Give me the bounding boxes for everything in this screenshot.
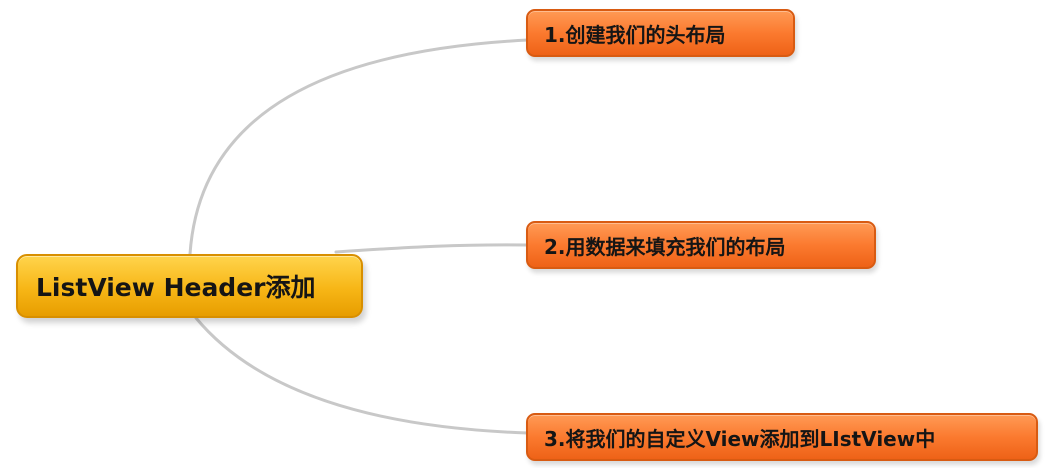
connector-to-item-1 bbox=[188, 38, 530, 256]
connector-to-item-2 bbox=[334, 243, 530, 254]
mindmap-root-topic[interactable]: ListView Header添加 bbox=[16, 254, 363, 318]
connector-to-item-3 bbox=[194, 316, 530, 435]
mindmap-subtopic-2[interactable]: 2.用数据来填充我们的布局 bbox=[526, 221, 876, 269]
mindmap-subtopic-3[interactable]: 3.将我们的自定义View添加到LIstView中 bbox=[526, 413, 1038, 461]
root-topic-label: ListView Header添加 bbox=[36, 273, 316, 302]
subtopic-2-label: 2.用数据来填充我们的布局 bbox=[544, 234, 786, 259]
mindmap-subtopic-1[interactable]: 1.创建我们的头布局 bbox=[526, 9, 795, 57]
subtopic-3-label: 3.将我们的自定义View添加到LIstView中 bbox=[544, 426, 936, 451]
subtopic-1-label: 1.创建我们的头布局 bbox=[544, 22, 726, 47]
